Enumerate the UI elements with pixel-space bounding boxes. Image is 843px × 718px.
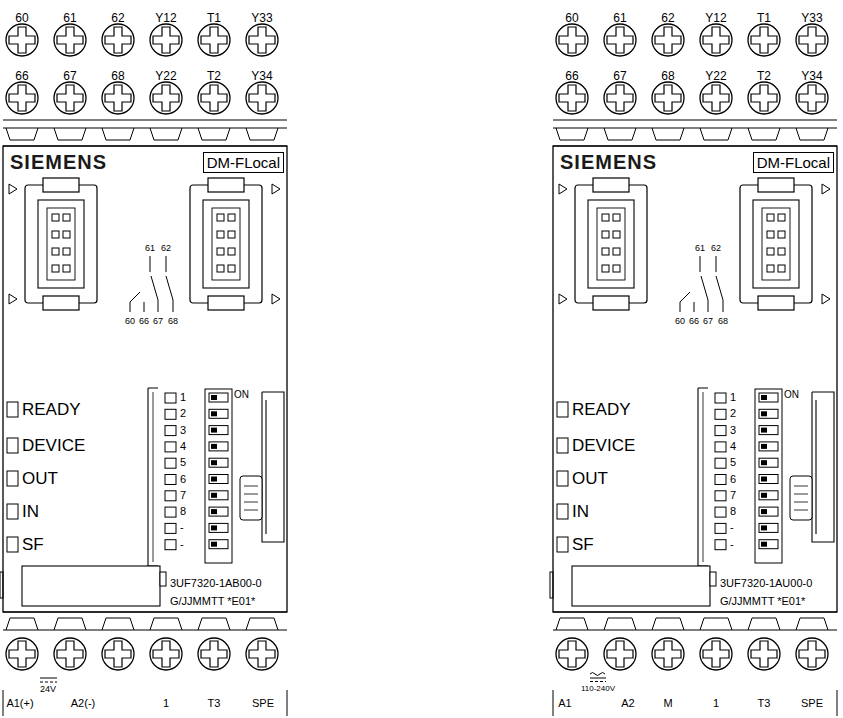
- led-label: IN: [572, 502, 589, 522]
- terminal-label: 62: [111, 12, 124, 26]
- channel-number: 5: [180, 456, 186, 469]
- contact-label: 68: [168, 316, 178, 326]
- device-badge: DM-FLocal: [753, 152, 834, 173]
- led-label: IN: [22, 502, 39, 522]
- switch-label: ON: [784, 389, 799, 401]
- terminal-label: A1(+): [6, 697, 33, 710]
- led-label: READY: [572, 400, 631, 420]
- terminal-label: 60: [565, 12, 578, 26]
- channel-number: 2: [730, 407, 736, 420]
- terminal-label: 61: [613, 12, 626, 26]
- terminal-label: Y34: [251, 70, 272, 84]
- terminal-label: Y12: [705, 12, 726, 26]
- channel-number: 6: [730, 473, 736, 486]
- terminal-label: T3: [208, 697, 221, 710]
- terminal-label: Y33: [801, 12, 822, 26]
- date-code: G/JJMMTT *E01*: [170, 595, 255, 608]
- led-label: DEVICE: [22, 436, 85, 456]
- terminal-label: 66: [565, 70, 578, 84]
- terminal-label: A1: [558, 697, 571, 710]
- channel-number: -: [730, 521, 734, 534]
- contact-label: 66: [139, 316, 149, 326]
- device-name: DM-FLocal: [757, 154, 830, 171]
- contact-label: 60: [675, 316, 685, 326]
- channel-number: -: [180, 538, 184, 551]
- contact-label: 62: [161, 243, 171, 253]
- channel-number: 5: [730, 456, 736, 469]
- terminal-label: SPE: [252, 697, 274, 710]
- terminal-label: Y22: [705, 70, 726, 84]
- terminal-label: 110-240V: [581, 684, 615, 693]
- device-name: DM-FLocal: [207, 154, 280, 171]
- order-number: 3UF7320-1AU00-0: [720, 577, 812, 590]
- led-label: DEVICE: [572, 436, 635, 456]
- contact-label: 66: [689, 316, 699, 326]
- terminal-label: 60: [15, 12, 28, 26]
- terminal-label: A2: [621, 697, 634, 710]
- terminal-label: Y22: [155, 70, 176, 84]
- channel-number: 3: [180, 424, 186, 437]
- terminal-label: T1: [757, 12, 771, 26]
- terminal-label: T1: [207, 12, 221, 26]
- led-label: OUT: [22, 469, 58, 489]
- contact-label: 61: [695, 243, 705, 253]
- device-badge: DM-FLocal: [203, 152, 284, 173]
- switch-label: ON: [234, 389, 249, 401]
- contact-label: 67: [153, 316, 163, 326]
- terminal-label: SPE: [801, 697, 823, 710]
- contact-label: 60: [125, 316, 135, 326]
- terminal-label: Y33: [251, 12, 272, 26]
- order-number: 3UF7320-1AB00-0: [170, 577, 262, 590]
- terminal-label: 67: [63, 70, 76, 84]
- terminal-label: 24V: [40, 684, 56, 694]
- channel-number: -: [180, 521, 184, 534]
- contact-label: 62: [711, 243, 721, 253]
- terminal-label: 62: [661, 12, 674, 26]
- brand-name: SIEMENS: [10, 151, 107, 174]
- terminal-label: T3: [758, 697, 771, 710]
- date-code: G/JJMMTT *E01*: [720, 595, 805, 608]
- module-housing: SIEMENS DM-FLocal: [553, 147, 837, 612]
- led-label: READY: [22, 400, 81, 420]
- channel-number: 8: [730, 505, 736, 518]
- terminal-label: 68: [111, 70, 124, 84]
- brand-name: SIEMENS: [560, 151, 657, 174]
- contact-label: 67: [703, 316, 713, 326]
- module-housing: SIEMENS DM-FLocal: [3, 147, 287, 612]
- terminal-label: Y12: [155, 12, 176, 26]
- terminal-label: T2: [207, 70, 221, 84]
- channel-number: 6: [180, 473, 186, 486]
- led-label: SF: [22, 535, 44, 555]
- contact-label: 61: [145, 243, 155, 253]
- channel-number: 4: [180, 440, 186, 453]
- terminal-label: Y34: [801, 70, 822, 84]
- led-label: OUT: [572, 469, 608, 489]
- terminal-label: 1: [713, 697, 719, 710]
- led-label: SF: [572, 535, 594, 555]
- terminal-label: 67: [613, 70, 626, 84]
- channel-number: 8: [180, 505, 186, 518]
- terminal-label: A2(-): [71, 697, 95, 710]
- channel-number: -: [730, 538, 734, 551]
- terminal-label: 66: [15, 70, 28, 84]
- terminal-label: M: [663, 697, 672, 710]
- contact-label: 68: [718, 316, 728, 326]
- channel-number: 1: [730, 391, 736, 404]
- terminal-label: 1: [163, 697, 169, 710]
- channel-number: 2: [180, 407, 186, 420]
- channel-number: 4: [730, 440, 736, 453]
- terminal-label: 61: [63, 12, 76, 26]
- terminal-label: 68: [661, 70, 674, 84]
- channel-number: 7: [180, 489, 186, 502]
- channel-number: 7: [730, 489, 736, 502]
- terminal-label: T2: [757, 70, 771, 84]
- channel-number: 3: [730, 424, 736, 437]
- channel-number: 1: [180, 391, 186, 404]
